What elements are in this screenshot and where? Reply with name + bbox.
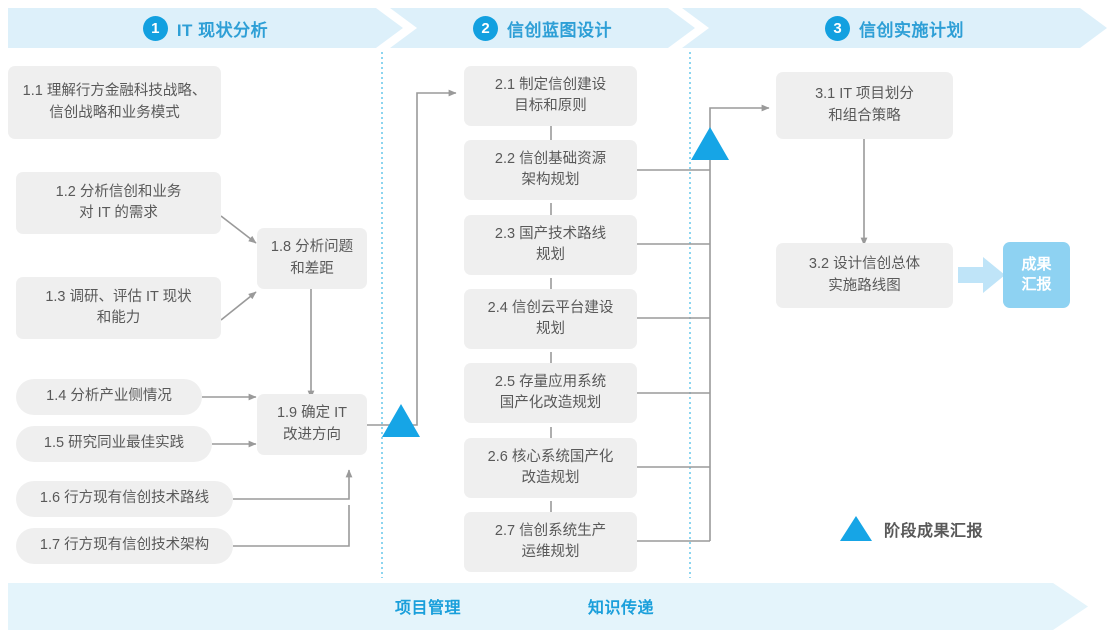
edge-1-3-to-1-8 — [220, 291, 257, 321]
bottom-label-project-management: 项目管理 — [395, 600, 462, 617]
phase-header-1[interactable]: 1 IT 现状分析 — [8, 8, 403, 48]
phase-title-3: 信创实施计划 — [859, 20, 964, 40]
phase-title-2: 信创蓝图设计 — [507, 20, 612, 40]
phase-header-2[interactable]: 2 信创蓝图设计 — [390, 8, 695, 48]
task-box-2-6[interactable]: 2.6 核心系统国产化 改造规划 — [464, 438, 637, 498]
task-box-1-2[interactable]: 1.2 分析信创和业务 对 IT 的需求 — [16, 172, 221, 234]
edge-1-2-to-1-8 — [220, 215, 257, 244]
task-box-2-1[interactable]: 2.1 制定信创建设 目标和原则 — [464, 66, 637, 126]
task-box-1-4[interactable]: 1.4 分析产业侧情况 — [16, 379, 202, 415]
phase-number-badge-2: 2 — [473, 15, 498, 41]
edge-bus-to-3-1 — [709, 104, 770, 541]
task-box-2-7[interactable]: 2.7 信创系统生产 运维规划 — [464, 512, 637, 572]
phase-number-badge-3: 3 — [825, 15, 850, 41]
edge-3-2-to-result — [958, 257, 1005, 293]
phase-header-3[interactable]: 3 信创实施计划 — [682, 8, 1107, 48]
task-box-2-4[interactable]: 2.4 信创云平台建设 规划 — [464, 289, 637, 349]
bottom-bar — [8, 583, 1088, 630]
phase-header-3-inner: 3 信创实施计划 — [825, 15, 964, 41]
milestone-triangle-phase1 — [382, 404, 420, 437]
phase-header-1-inner: 1 IT 现状分析 — [142, 15, 269, 41]
legend-label: 阶段成果汇报 — [884, 522, 984, 540]
phase-title-1: IT 现状分析 — [176, 20, 269, 40]
phase-header-2-inner: 2 信创蓝图设计 — [473, 15, 612, 41]
task-box-3-1[interactable]: 3.1 IT 项目划分 和组合策略 — [776, 72, 953, 139]
task-box-1-5[interactable]: 1.5 研究同业最佳实践 — [16, 426, 212, 462]
task-box-2-3[interactable]: 2.3 国产技术路线 规划 — [464, 215, 637, 275]
edge-1-6-to-1-9 — [233, 469, 353, 500]
task-box-1-3[interactable]: 1.3 调研、评估 IT 现状 和能力 — [16, 277, 221, 339]
legend: 阶段成果汇报 — [840, 516, 983, 541]
task-box-1-7[interactable]: 1.7 行方现有信创技术架构 — [16, 528, 233, 564]
bottom-label-knowledge-transfer: 知识传递 — [588, 600, 655, 617]
task-box-1-8[interactable]: 1.8 分析问题 和差距 — [257, 228, 367, 289]
task-box-2-5[interactable]: 2.5 存量应用系统 国产化改造规划 — [464, 363, 637, 423]
task-box-1-9[interactable]: 1.9 确定 IT 改进方向 — [257, 394, 367, 455]
milestone-triangle-phase2 — [691, 127, 729, 160]
edge-1-9-to-2-1 — [367, 89, 457, 426]
result-report-box[interactable]: 成果 汇报 — [1003, 242, 1070, 308]
edge-1-7-to-bus — [233, 505, 350, 547]
triangle-up-icon — [840, 516, 872, 541]
phase-number-badge-1: 1 — [142, 15, 168, 41]
task-box-1-6[interactable]: 1.6 行方现有信创技术路线 — [16, 481, 233, 517]
task-box-1-1[interactable]: 1.1 理解行方金融科技战略、 信创战略和业务模式 — [8, 66, 221, 139]
task-box-3-2[interactable]: 3.2 设计信创总体 实施路线图 — [776, 243, 953, 308]
task-box-2-2[interactable]: 2.2 信创基础资源 架构规划 — [464, 140, 637, 200]
